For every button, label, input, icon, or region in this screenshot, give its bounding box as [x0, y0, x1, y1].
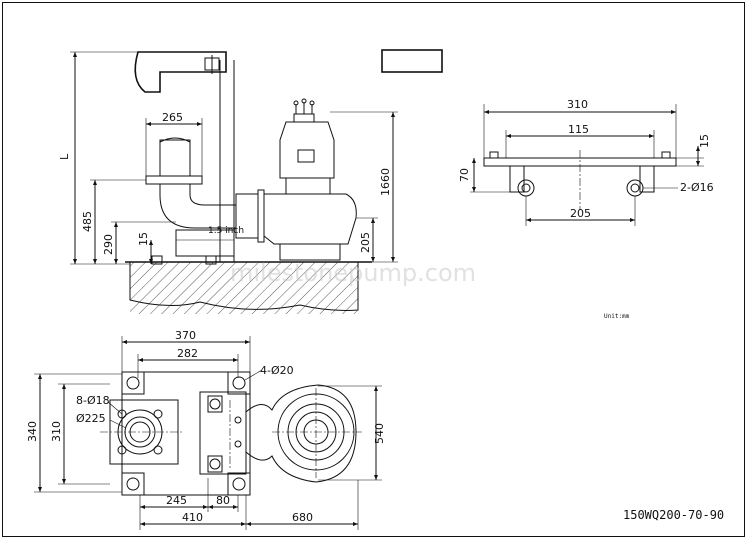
dim-340: 340	[26, 421, 39, 442]
dim-80: 80	[216, 494, 230, 507]
dim-1660: 1660	[379, 168, 392, 196]
dim-410: 410	[182, 511, 203, 524]
top-slab	[134, 51, 227, 93]
cable-gland	[293, 113, 315, 123]
hole-right	[626, 179, 644, 197]
dim-245: 245	[166, 494, 187, 507]
holes-8-label: 8-Ø18	[76, 394, 110, 407]
dim-370: 370	[175, 329, 196, 342]
dim-70: 70	[458, 168, 471, 182]
inch-label: 1.5 inch	[208, 226, 244, 236]
dim-205-base: 205	[570, 207, 591, 220]
dim-265: 265	[162, 111, 183, 124]
dim-length-label: L	[58, 153, 71, 160]
coupling-base	[175, 229, 235, 257]
dim-680: 680	[292, 511, 313, 524]
holes-2-label: 2-Ø16	[680, 181, 714, 194]
ceiling-slab-section	[381, 49, 443, 73]
dim-290: 290	[102, 234, 115, 255]
model-number: 150WQ200-70-90	[623, 508, 724, 522]
dim-115: 115	[568, 123, 589, 136]
discharge-pipe	[159, 139, 191, 177]
dim-310-left: 310	[50, 421, 63, 442]
dim-15-left: 15	[137, 232, 150, 246]
watermark: milestonepump.com	[230, 259, 476, 287]
guide-coupling	[199, 391, 247, 475]
dim-310-top: 310	[567, 98, 588, 111]
dia-225-label: Ø225	[76, 412, 106, 425]
dim-485: 485	[81, 211, 94, 232]
pump-volute	[263, 193, 357, 245]
pump-motor	[279, 121, 335, 179]
pump-stand	[279, 243, 341, 261]
pump-outline	[245, 384, 357, 483]
pipe-flange	[145, 175, 203, 185]
plan-view: 370 282 4-Ø20 8-Ø18 Ø225	[26, 329, 386, 530]
base-outline	[121, 371, 251, 496]
holes-4-label: 4-Ø20	[260, 364, 294, 377]
dim-205-side: 205	[359, 232, 372, 253]
unit-label: Unit:mm	[604, 313, 630, 320]
dim-15-right: 15	[698, 134, 711, 148]
hole-left	[517, 179, 535, 197]
coupling-detail: 310 115 15 70 2-Ø16 205	[458, 98, 714, 226]
dim-540: 540	[373, 423, 386, 444]
side-view: milestonepump.com L 485 290 15 265 1.5 i…	[58, 51, 476, 314]
dim-282: 282	[177, 347, 198, 360]
